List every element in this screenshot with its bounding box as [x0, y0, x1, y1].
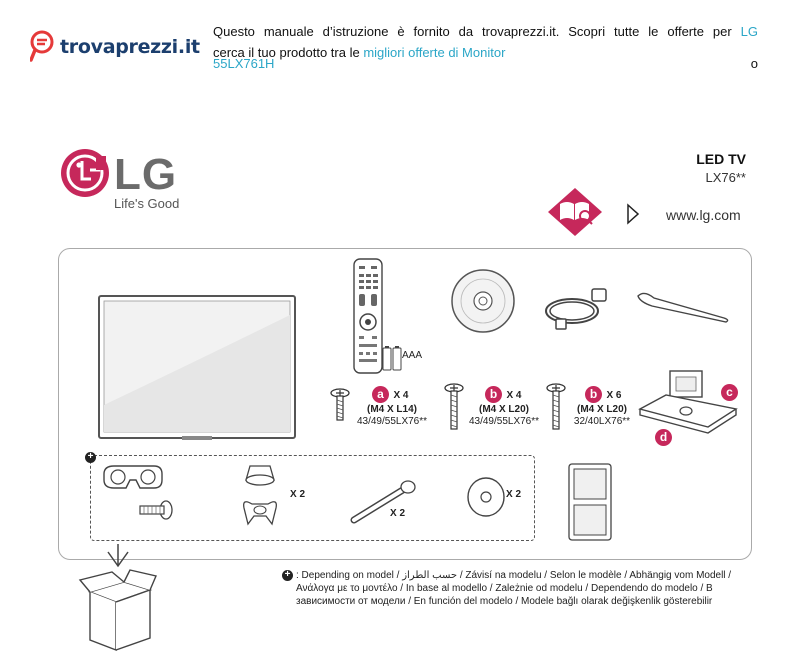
cable-clip-icon — [103, 465, 163, 489]
lg-logo-icon — [61, 149, 109, 197]
header-line-2: cerca il tuo prodotto tra le migliori of… — [213, 45, 506, 60]
battery-icon — [382, 346, 402, 371]
manual-book-icon — [548, 188, 602, 236]
washer-count: X 2 — [506, 489, 522, 500]
label-a-badge: a — [372, 386, 389, 403]
protective-pads-illustration — [568, 463, 612, 541]
nut-count: X 2 — [290, 489, 306, 500]
screw-b1-spec: (M4 X L20)43/49/55LX76** — [468, 404, 540, 427]
components-panel — [58, 248, 752, 560]
screw-b-icon — [444, 383, 464, 430]
screw-a-spec: (M4 X L14)43/49/55LX76** — [356, 404, 428, 427]
product-title: LED TV — [696, 151, 746, 167]
trovaprezzi-name: trovaprezzi.it — [60, 36, 200, 58]
remote-control-illustration — [353, 258, 383, 374]
cable-holder-illustration — [637, 292, 729, 323]
wing-nut-icon — [243, 465, 277, 526]
label-b-badge: b — [485, 386, 502, 403]
trovaprezzi-icon — [30, 30, 54, 62]
screw-b2-spec: (M4 X L20)32/40LX76** — [573, 404, 631, 427]
bolt-count: X 2 — [390, 508, 406, 519]
header-line-1: Questo manuale d’istruzione è fornito da… — [213, 24, 758, 71]
tv-illustration — [98, 295, 296, 440]
cable-screw-icon — [139, 500, 173, 520]
website-link[interactable]: www.lg.com — [666, 207, 741, 223]
brand-tagline: Life's Good — [114, 196, 180, 211]
product-offers-link[interactable]: LG 55LX761H — [213, 24, 758, 71]
washer-icon — [467, 477, 505, 517]
optional-parts-box — [90, 455, 535, 541]
battery-label: AAA — [402, 350, 423, 361]
product-model: LX76** — [705, 170, 746, 185]
bolt-icon — [350, 480, 416, 524]
power-cord-illustration — [545, 288, 607, 330]
arrow-right-icon — [627, 203, 640, 225]
label-b2-badge: b — [585, 386, 602, 403]
brand-name: LG — [114, 150, 178, 199]
screw-b2-label: b X 6 — [585, 385, 621, 403]
note-plus-icon: + — [282, 570, 293, 581]
screw-b2-icon — [546, 383, 566, 430]
screw-a-count: X 4 — [393, 390, 409, 401]
screw-b1-label: b X 4 — [485, 385, 521, 403]
stand-c-badge: c — [721, 384, 738, 401]
stand-illustration — [638, 370, 738, 434]
plus-circle-icon: + — [85, 452, 96, 463]
monitor-offers-link[interactable]: migliori offerte di Monitor — [363, 45, 506, 60]
trovaprezzi-logo[interactable]: trovaprezzi.it — [30, 30, 200, 64]
screw-b2-count: X 6 — [606, 390, 622, 401]
screw-a-icon — [330, 388, 350, 421]
screw-a-label: a X 4 — [372, 385, 408, 403]
screw-b1-count: X 4 — [506, 390, 522, 401]
cd-rom-illustration — [451, 269, 515, 333]
stand-d-badge: d — [655, 429, 672, 446]
model-note: : Depending on model / حسب الطراز / Závi… — [296, 570, 732, 607]
box-icon — [78, 544, 157, 652]
